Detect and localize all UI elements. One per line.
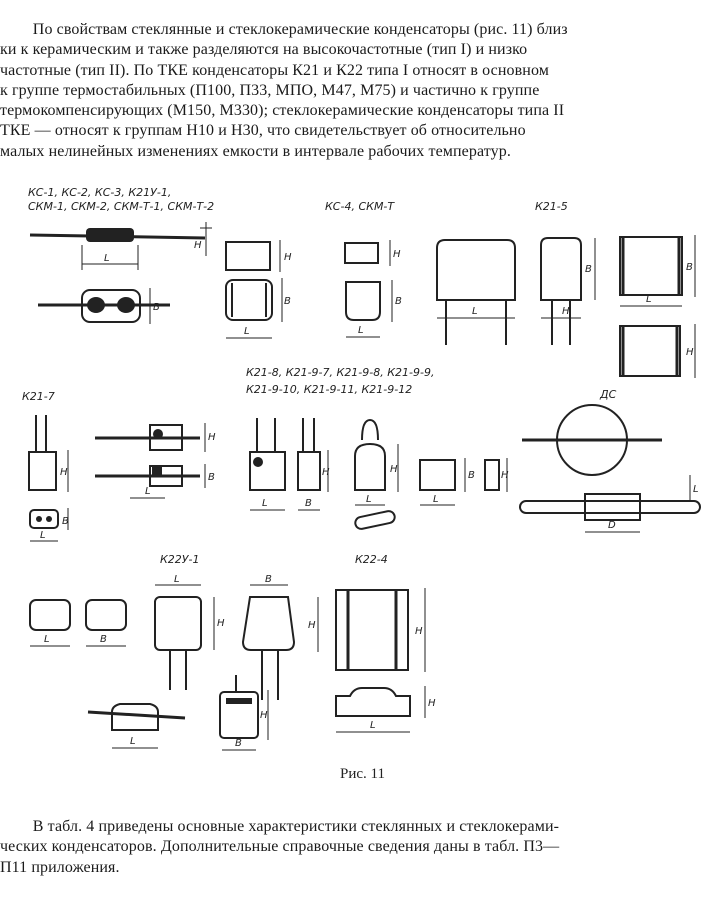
dim-label: B: [100, 634, 107, 645]
text-line: П11 приложения.: [0, 858, 120, 876]
dim-label: H: [60, 467, 68, 478]
dim-label: L: [433, 494, 439, 505]
capacitor-drawing-ks-axial: L H B: [29, 222, 212, 324]
dim-label: H: [393, 249, 401, 260]
dim-label: L: [646, 294, 652, 305]
capacitor-drawing-ds: D L: [519, 404, 701, 533]
dim-label: B: [62, 516, 69, 527]
capacitor-drawing-k21-7: H B L: [28, 415, 69, 542]
figure-label: ДС: [599, 388, 617, 401]
figure-label: КС-1, КС-2, КС-3, К21У-1,: [28, 186, 171, 199]
dim-label: B: [208, 472, 215, 483]
figure-label: СКМ-1, СКМ-2, СКМ-Т-1, СКМ-Т-2: [28, 200, 214, 213]
dim-label: L: [40, 530, 46, 541]
figure-label: К21-9-10, К21-9-11, К21-9-12: [246, 383, 412, 396]
dim-label: H: [686, 347, 694, 358]
dim-label: B: [265, 574, 272, 585]
figure-label: К22У-1: [160, 553, 199, 566]
dim-label: B: [153, 302, 160, 313]
dim-label: L: [358, 325, 364, 336]
dim-label: L: [472, 306, 478, 317]
figure-caption: Рис. 11: [340, 766, 385, 782]
dim-label: H: [390, 464, 398, 475]
figure-label: К22-4: [355, 553, 388, 566]
dim-label: H: [322, 467, 330, 478]
dim-label: H: [260, 710, 268, 721]
dim-label: H: [284, 252, 292, 263]
text-line: малых нелинейных изменениях емкости в ин…: [0, 142, 511, 160]
dim-label: H: [208, 432, 216, 443]
dim-label: L: [244, 326, 250, 337]
dim-label: B: [305, 498, 312, 509]
dim-label: L: [44, 634, 50, 645]
dim-label: B: [284, 296, 291, 307]
text-line: термокомпенсирующих (М150, М330); стекло…: [0, 102, 565, 120]
dim-label: L: [693, 484, 699, 495]
dim-label: B: [395, 296, 402, 307]
text-line: к группе термостабильных (П100, П33, МПО…: [0, 81, 540, 99]
figure-label: КС-4, СКМ-Т: [325, 200, 395, 213]
dim-label: H: [194, 240, 202, 251]
figure-label: К21-5: [535, 200, 568, 213]
dim-label: L: [366, 494, 372, 505]
dim-label: B: [468, 470, 475, 481]
capacitor-drawing-k21-5: L B H B L H: [436, 235, 696, 378]
dim-label: H: [562, 306, 570, 317]
text-line: ки к керамическим и также разделяются на…: [0, 41, 528, 59]
text-line: ТКЕ — относят к группам Н10 и Н30, что с…: [0, 122, 526, 140]
capacitor-drawing-k21-8-series: L B H H L B L H: [249, 418, 509, 530]
capacitor-drawing-k22-4: H L H: [335, 588, 436, 733]
capacitor-drawing-k21-axial-small: H B L: [95, 423, 216, 499]
dim-label: B: [235, 738, 242, 749]
text-line: ческих конденсаторов. Дополнительные спр…: [0, 838, 560, 856]
capacitor-drawing-ks4: H B L: [344, 240, 402, 338]
text-line: По свойствам стеклянные и стеклокерамиче…: [0, 21, 568, 38]
dim-label: L: [145, 486, 151, 497]
figure-label: К21-8, К21-9-7, К21-9-8, К21-9-9,: [246, 366, 434, 379]
dim-label: H: [217, 618, 225, 629]
dim-label: L: [130, 736, 136, 747]
dim-label: B: [585, 264, 592, 275]
text-line: частотные (тип II). По ТКЕ конденсаторы …: [0, 61, 549, 79]
dim-label: H: [415, 626, 423, 637]
dim-label: L: [262, 498, 268, 509]
figure-label: К21-7: [22, 390, 55, 403]
text-line: В табл. 4 приведены основные характерист…: [0, 818, 560, 835]
closing-paragraph: В табл. 4 приведены основные характерист…: [0, 817, 710, 878]
dim-label: L: [174, 574, 180, 585]
dim-label: L: [104, 253, 110, 264]
dim-label: H: [428, 698, 436, 709]
capacitor-drawing-chip: H B L: [225, 240, 292, 339]
dim-label: B: [686, 262, 693, 273]
intro-paragraph: По свойствам стеклянные и стеклокерамиче…: [0, 20, 710, 162]
dim-label: H: [501, 470, 509, 481]
dim-label: H: [308, 620, 316, 631]
dim-label: D: [608, 520, 616, 531]
dim-label: L: [370, 720, 376, 731]
capacitor-drawing-k22u-1: L B L H B H L H B: [29, 574, 319, 751]
